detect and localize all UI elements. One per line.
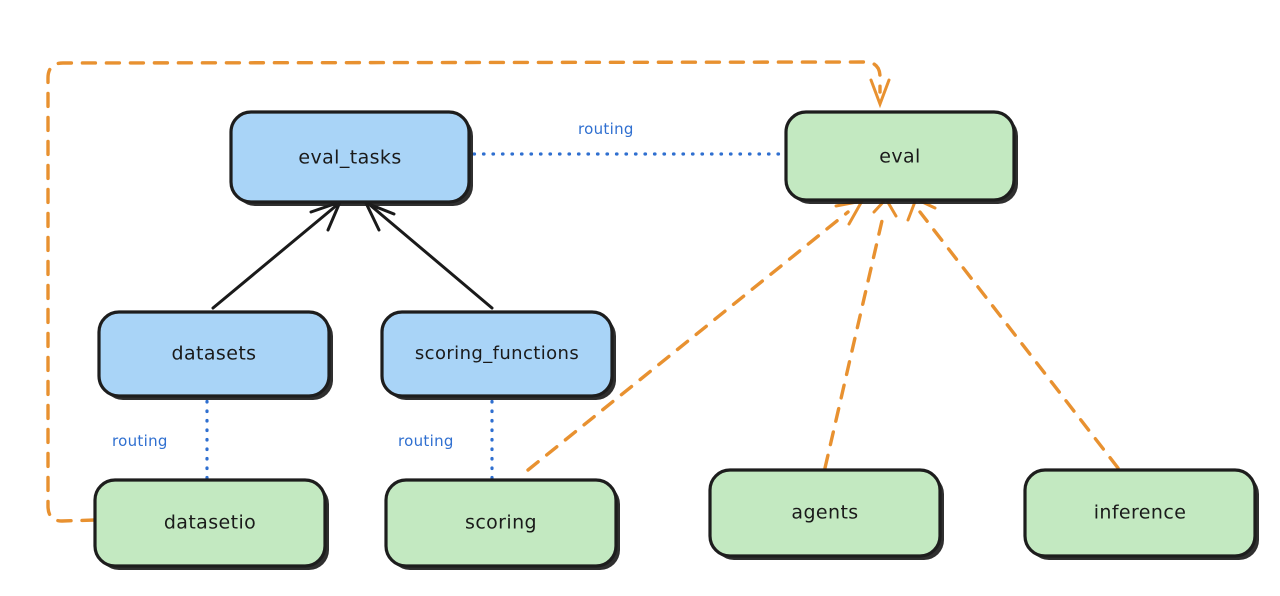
node-agents-label: agents	[791, 502, 858, 524]
node-scoring-functions-label: scoring_functions	[415, 343, 579, 364]
node-datasetio-box	[93, 478, 327, 568]
edge-label-routing-eval-tasks-eval: routing	[578, 120, 634, 138]
node-eval[interactable]: eval	[784, 110, 1018, 204]
node-scoring-functions[interactable]: scoring_functions	[380, 310, 616, 400]
node-inference[interactable]: inference	[1023, 468, 1259, 560]
node-eval-tasks-label: eval_tasks	[298, 147, 401, 169]
edge-label-routing-datasets-datasetio: routing	[112, 432, 168, 450]
node-scoring-functions-box	[380, 310, 614, 398]
edge-scoring-functions-to-eval-tasks	[362, 200, 494, 310]
node-datasets-box	[97, 310, 331, 398]
node-scoring-box	[384, 478, 618, 568]
node-eval-label: eval	[879, 146, 920, 168]
node-scoring[interactable]: scoring	[384, 478, 620, 570]
node-eval-box	[784, 110, 1016, 202]
node-eval-tasks-box	[229, 110, 471, 204]
edge-datasetio-to-eval	[46, 60, 891, 523]
edge-inference-to-eval	[906, 196, 1120, 470]
node-inference-label: inference	[1094, 502, 1187, 524]
edge-agents-to-eval	[823, 196, 898, 470]
edge-datasets-to-eval-tasks	[211, 199, 343, 310]
node-eval-tasks[interactable]: eval_tasks	[229, 110, 473, 206]
node-datasets-label: datasets	[172, 343, 257, 365]
node-scoring-label: scoring	[465, 512, 537, 534]
node-datasetio[interactable]: datasetio	[93, 478, 329, 570]
node-agents[interactable]: agents	[708, 468, 944, 560]
edge-label-routing-scoring-functions-scoring: routing	[398, 432, 454, 450]
node-agents-box	[708, 468, 942, 558]
node-datasetio-label: datasetio	[164, 512, 256, 534]
node-inference-box	[1023, 468, 1257, 558]
node-datasets[interactable]: datasets	[97, 310, 333, 400]
